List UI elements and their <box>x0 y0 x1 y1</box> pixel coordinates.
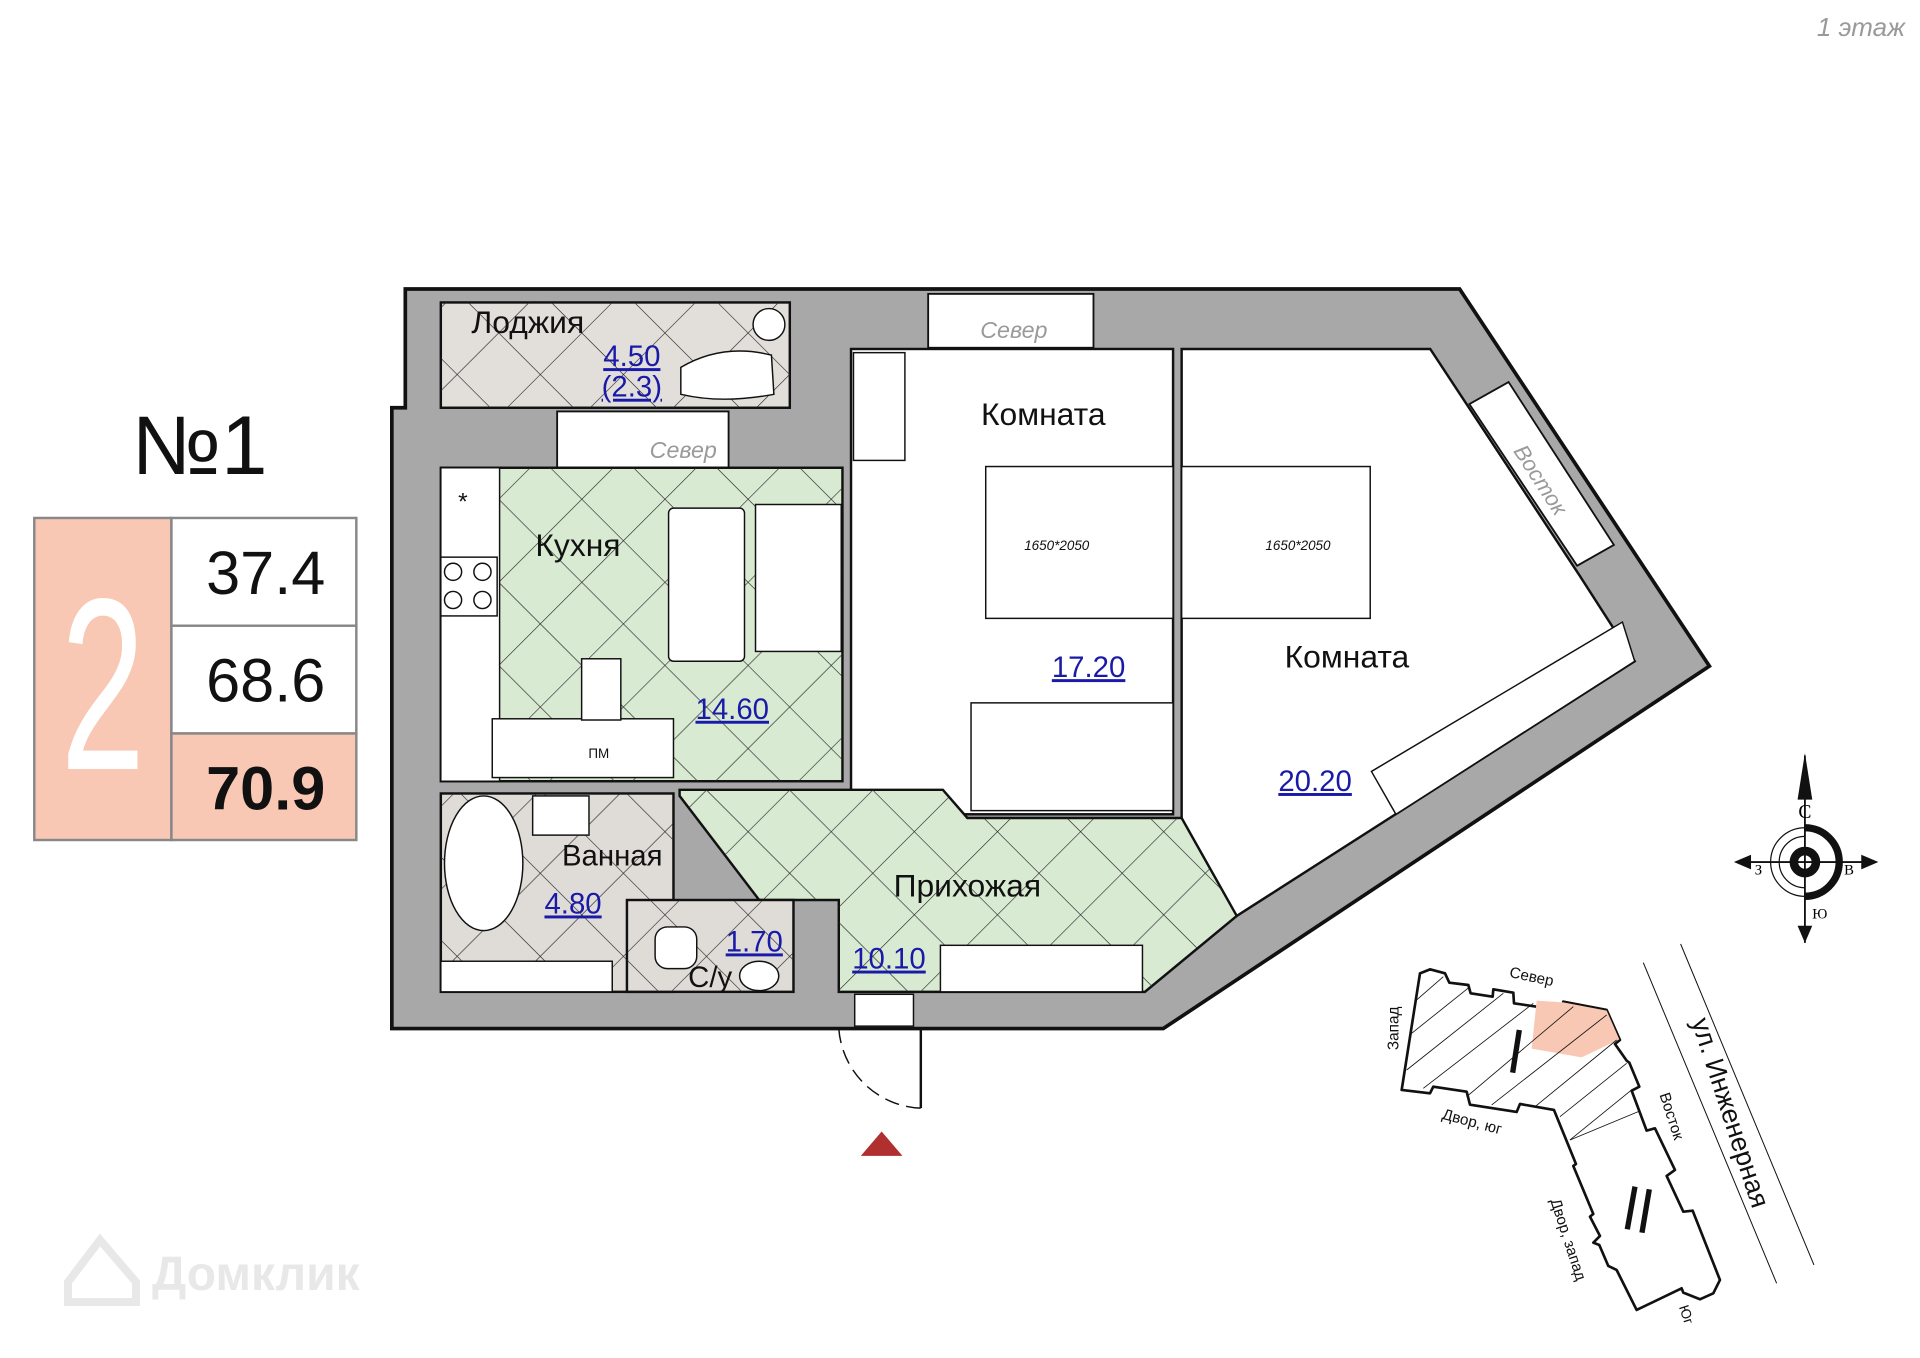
area-without-loggia: 68.6 <box>206 647 325 715</box>
apartment-highlight <box>1531 1000 1620 1058</box>
apartment-plan <box>390 287 1712 1109</box>
house-logo-icon <box>64 1233 140 1306</box>
bed1-size: 1650*2050 <box>1024 538 1090 553</box>
window-east-room <box>1468 380 1616 567</box>
bathroom-label: Ванная <box>562 840 663 873</box>
compass-west: З <box>1755 862 1762 878</box>
armchair <box>680 350 775 400</box>
site-south-label: Юг <box>1676 1303 1697 1326</box>
loggia-label: Лоджия <box>471 304 584 340</box>
bed-1 <box>984 465 1174 620</box>
window-label-north-kitchen: Север <box>650 437 717 463</box>
bathroom-area: 4.80 <box>544 887 601 920</box>
wc-label: С/у <box>688 961 732 994</box>
entrance-marker-icon <box>860 1131 903 1156</box>
hall-label: Прихожая <box>894 867 1042 903</box>
room2-area: 20.20 <box>1278 765 1352 798</box>
room2-label: Комната <box>1285 638 1410 674</box>
wc-area: 1.70 <box>726 925 783 958</box>
watermark: Домклик <box>64 1233 361 1306</box>
entrance-door-swing <box>838 1028 921 1109</box>
area-summary-table: 2 37.4 68.6 70.9 <box>33 516 358 842</box>
site-yard-west-label: Двор, запад <box>1547 1196 1590 1282</box>
building-outline <box>1400 967 1722 1312</box>
kitchen-label: Кухня <box>535 527 620 563</box>
wc-sink <box>738 960 780 992</box>
room1-area: 17.20 <box>1052 651 1126 684</box>
dining-table <box>667 507 746 662</box>
wardrobe-1 <box>970 702 1174 812</box>
floor-label: 1 этаж <box>1817 12 1906 42</box>
bathtub <box>443 795 524 932</box>
window-north-kitchen <box>556 410 730 469</box>
wardrobe-2 <box>1370 620 1636 816</box>
bed-2 <box>1180 465 1371 620</box>
hall-wardrobe <box>939 944 1144 993</box>
total-area: 70.9 <box>206 754 325 822</box>
site-yard-south-label: Двор, юг <box>1440 1106 1504 1138</box>
kitchen-mark: * <box>458 488 468 515</box>
loggia-area: 4.50 <box>603 340 660 373</box>
bed2-size: 1650*2050 <box>1265 538 1331 553</box>
window-north-room <box>927 292 1095 349</box>
apartment-number: №1 <box>132 399 268 492</box>
sofa <box>754 503 842 653</box>
kitchen-area: 14.60 <box>695 693 769 726</box>
site-plan: I II Север Запад Восток Двор, юг Двор, з… <box>1385 943 1815 1326</box>
street-name: ул. Инженерная <box>1686 1014 1776 1212</box>
compass-south: Ю <box>1812 906 1827 922</box>
bathroom-sink <box>531 795 590 836</box>
compass-north: С <box>1798 802 1811 823</box>
toilet <box>654 926 698 970</box>
room1-label: Комната <box>981 396 1106 432</box>
site-west-label: Запад <box>1385 1006 1402 1050</box>
watermark-text: Домклик <box>152 1248 361 1301</box>
site-north-label: Север <box>1508 964 1555 990</box>
living-area: 37.4 <box>206 539 325 607</box>
radiator <box>853 993 915 1027</box>
site-east-label: Восток <box>1656 1091 1687 1143</box>
compass-icon: С Ю З В <box>1733 753 1879 943</box>
compass-east: В <box>1844 862 1854 878</box>
rooms-count: 2 <box>61 549 145 822</box>
window-label-north-room: Север <box>980 317 1047 343</box>
hall-area: 10.10 <box>852 943 926 976</box>
loggia-area-reduced: (2.3) <box>602 371 662 404</box>
dishwasher-label: ПМ <box>588 746 609 761</box>
